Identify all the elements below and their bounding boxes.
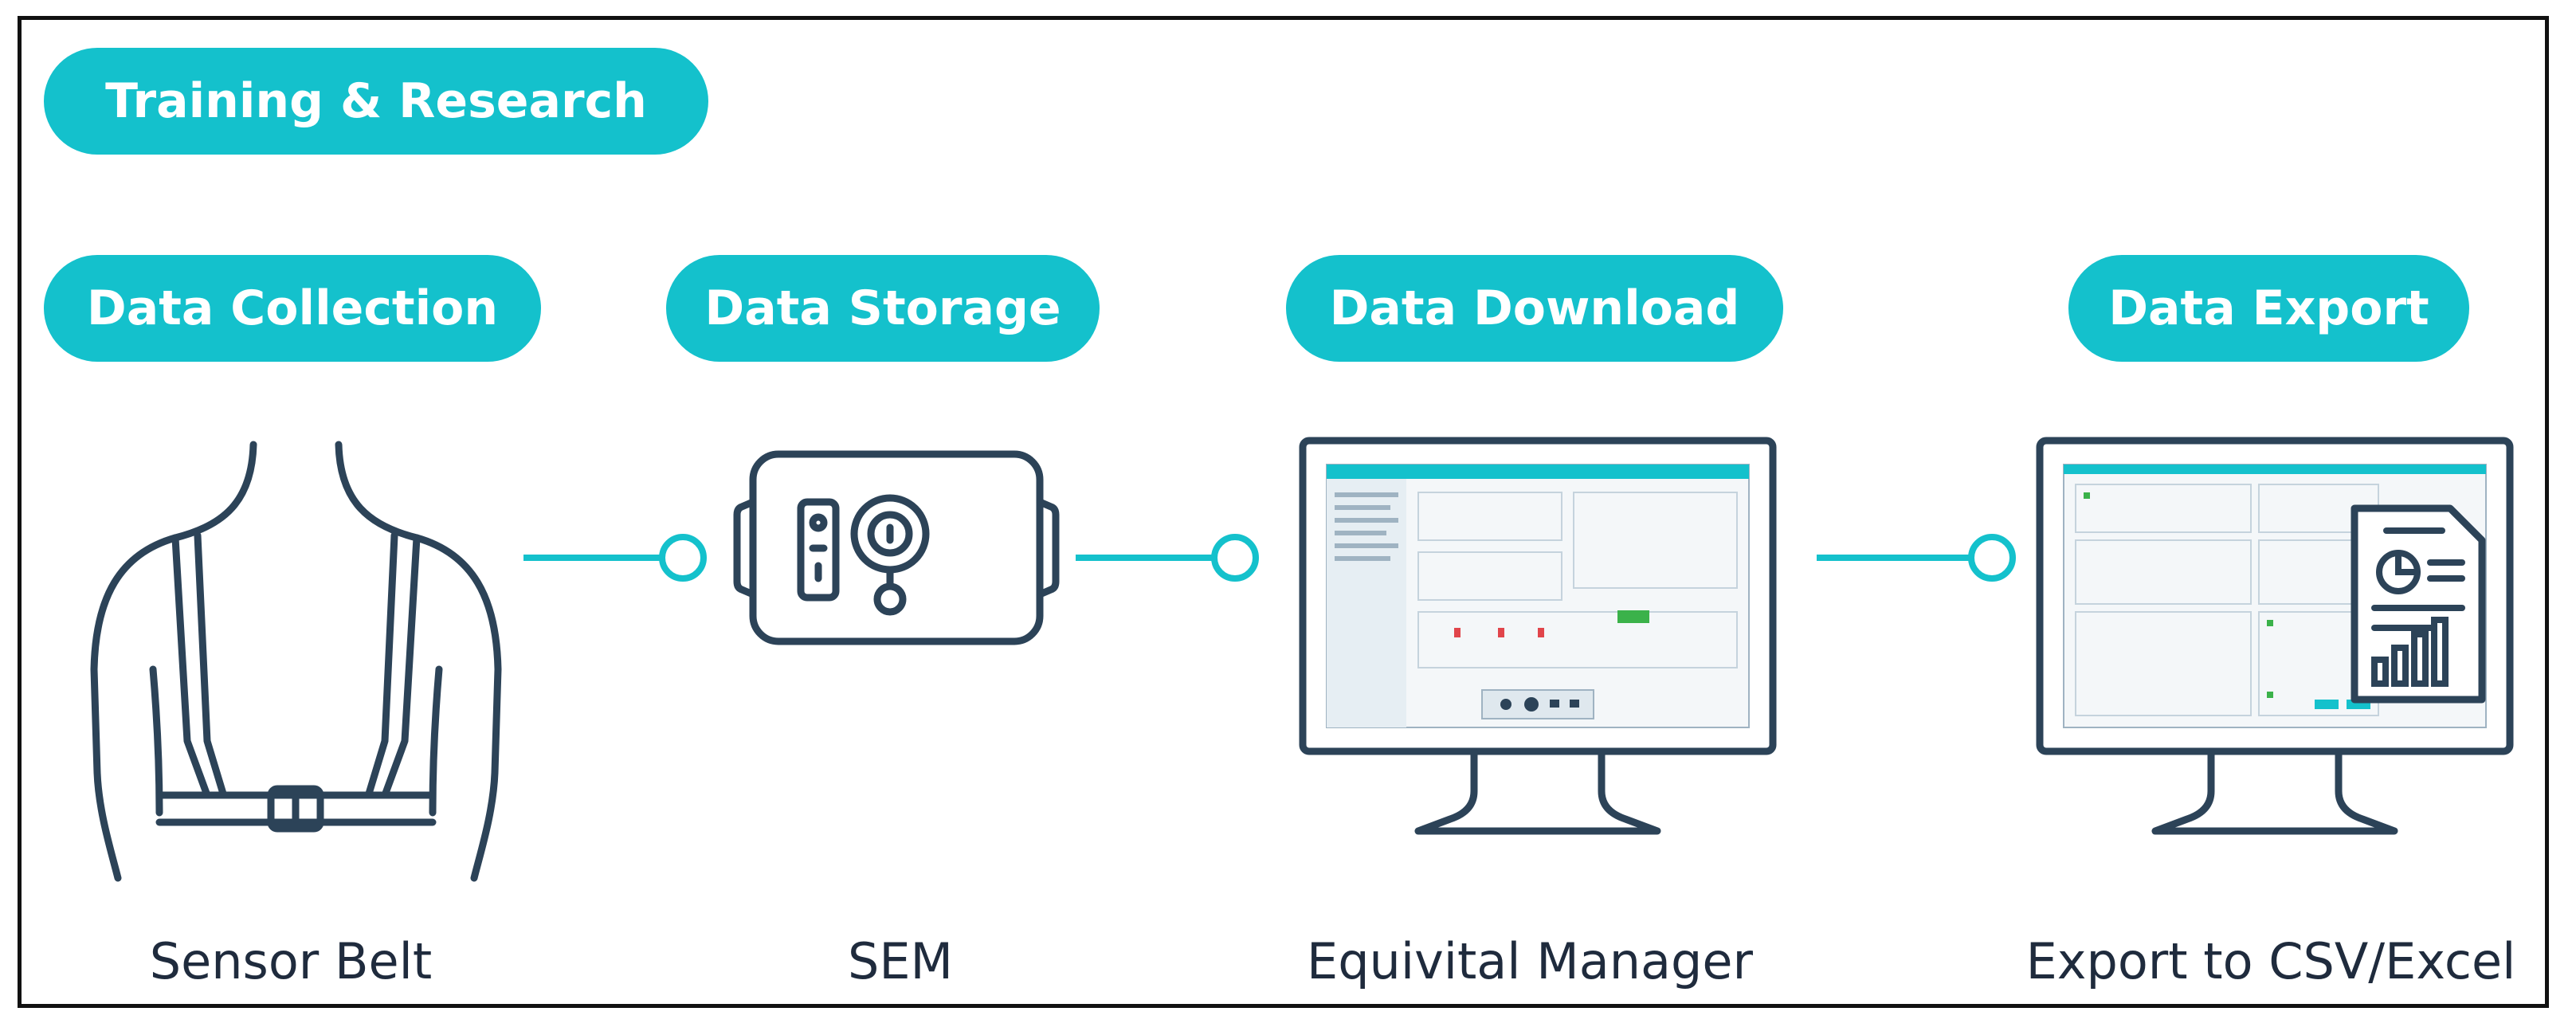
export-report-monitor-icon bbox=[2036, 437, 2514, 835]
stage-label-data-export: Data Export bbox=[2108, 280, 2429, 336]
connector-storage-download bbox=[1076, 534, 1259, 582]
connector-download-export bbox=[1817, 534, 2016, 582]
caption-sem: SEM bbox=[847, 932, 954, 990]
header-title: Training & Research bbox=[105, 73, 647, 129]
stage-label-data-collection: Data Collection bbox=[86, 280, 499, 336]
equivital-manager-monitor-icon bbox=[1299, 437, 1777, 835]
header-title-pill: Training & Research bbox=[44, 48, 708, 155]
stage-pill-data-download: Data Download bbox=[1286, 255, 1783, 362]
connector-collection-storage bbox=[523, 534, 707, 582]
sem-device-icon bbox=[733, 450, 1060, 645]
caption-sensor-belt: Sensor Belt bbox=[149, 932, 433, 990]
stage-pill-data-export: Data Export bbox=[2068, 255, 2469, 362]
caption-export-csv-excel: Export to CSV/Excel bbox=[2025, 932, 2516, 990]
stage-label-data-download: Data Download bbox=[1329, 280, 1740, 336]
stage-pill-data-storage: Data Storage bbox=[666, 255, 1100, 362]
caption-equivital-manager: Equivital Manager bbox=[1307, 932, 1753, 990]
stage-label-data-storage: Data Storage bbox=[704, 280, 1061, 336]
stage-pill-data-collection: Data Collection bbox=[44, 255, 541, 362]
sensor-belt-icon bbox=[90, 441, 502, 882]
